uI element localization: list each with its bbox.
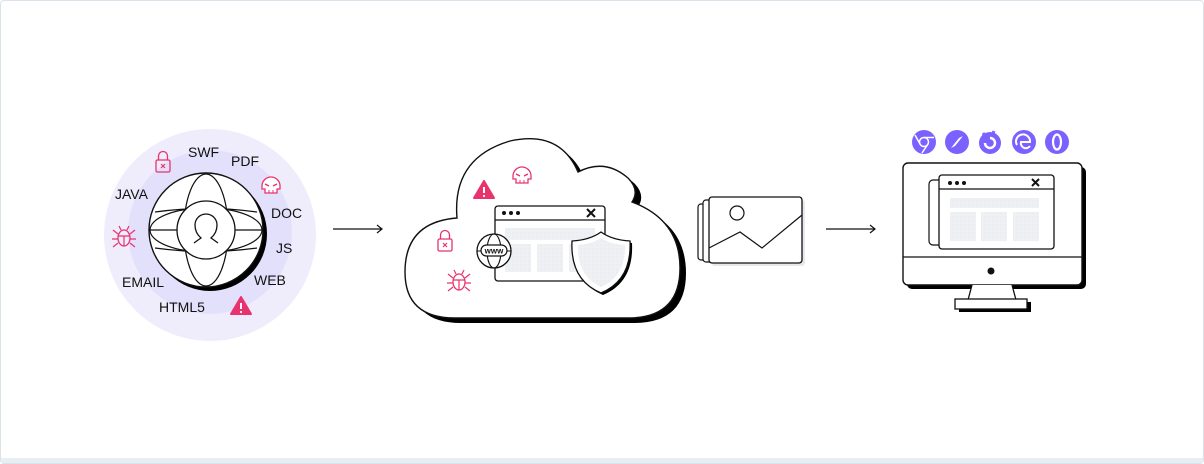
- label-java: JAVA: [115, 186, 149, 202]
- globe-icon: [148, 172, 264, 288]
- chrome-icon: [912, 130, 936, 154]
- label-doc: DOC: [271, 205, 302, 221]
- arrow-icon: [826, 224, 876, 234]
- cloud-isolation-group: www: [404, 138, 686, 323]
- label-swf: SWF: [188, 144, 219, 160]
- label-web: WEB: [254, 272, 286, 288]
- safari-icon: [945, 130, 969, 154]
- label-pdf: PDF: [231, 153, 259, 169]
- skull-icon: [512, 166, 532, 184]
- label-js: JS: [276, 240, 292, 256]
- close-icon: [586, 208, 596, 218]
- edge-icon: [1012, 130, 1036, 154]
- label-html5: HTML5: [159, 299, 205, 315]
- arrow-icon: [333, 224, 383, 234]
- image-stream-icon: [697, 196, 805, 266]
- monitor-icon: [902, 162, 1086, 312]
- user-icon: [193, 213, 219, 244]
- content-sources-group: SWF PDF JAVA DOC JS WEB EMAIL HTML5: [104, 129, 316, 341]
- firefox-icon: [979, 130, 1001, 154]
- skull-icon: [261, 176, 281, 194]
- www-globe-icon: www: [476, 233, 512, 269]
- label-email: EMAIL: [122, 274, 164, 290]
- close-icon: [1031, 178, 1040, 187]
- shield-icon: [571, 231, 633, 295]
- www-label: www: [484, 247, 504, 256]
- opera-icon: [1045, 130, 1069, 154]
- browser-icons: [912, 130, 1069, 154]
- browser-window: [928, 174, 1055, 250]
